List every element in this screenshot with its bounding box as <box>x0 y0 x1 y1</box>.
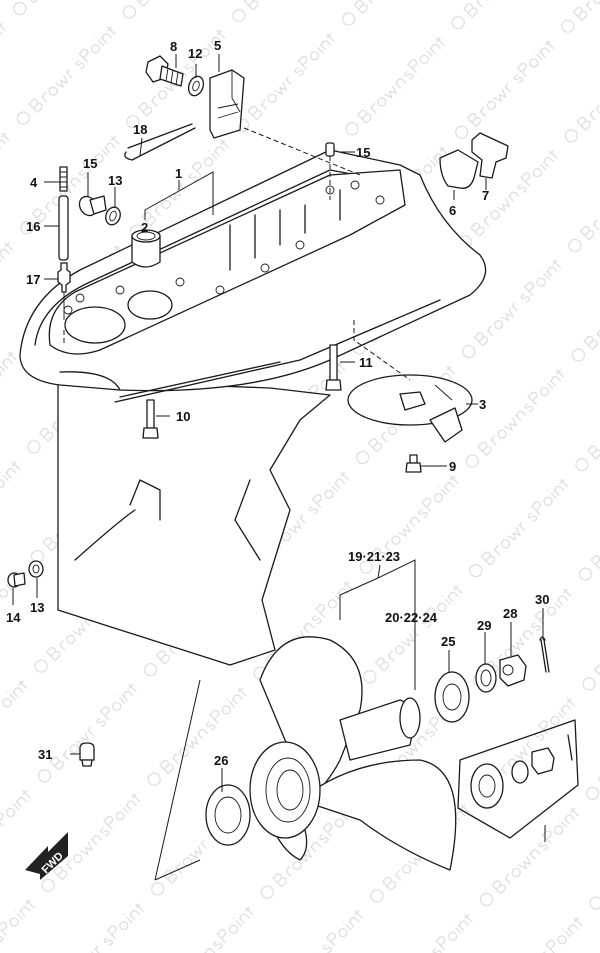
callout-11: 11 <box>359 355 373 370</box>
part-18-cable-tie <box>124 123 196 161</box>
part-13-washer-lower <box>28 560 44 578</box>
callout-1: 1 <box>175 166 182 181</box>
callout-13-lower: 13 <box>30 600 44 615</box>
callout-12: 12 <box>188 46 202 61</box>
part-26-spacer <box>205 784 251 846</box>
part-30-plug <box>79 742 95 767</box>
callout-20-22-24: 20·22·24 <box>385 610 438 625</box>
callout-28: 29 <box>477 618 491 633</box>
part-6-trim-tab-bracket <box>439 149 479 189</box>
callout-15-upper: 15 <box>83 156 97 171</box>
callout-29: 30 <box>535 592 549 607</box>
part-5-block <box>209 69 245 139</box>
callout-30: 31 <box>38 747 52 762</box>
part-28-washer <box>475 663 497 693</box>
callout-17: 17 <box>26 272 40 287</box>
callout-26: 26 <box>214 753 228 768</box>
callout-13-upper: 13 <box>108 173 122 188</box>
callout-18: 18 <box>133 122 147 137</box>
callout-25: 25 <box>441 634 455 649</box>
part-8-bolt <box>145 55 184 87</box>
callout-5: 5 <box>214 38 221 53</box>
part-10-bolt <box>142 399 159 439</box>
callout-labels: 8 12 5 18 15 13 4 1 2 16 17 15 6 7 11 10… <box>6 38 549 768</box>
callout-8: 8 <box>170 39 177 54</box>
part-3-trim-tab-anode <box>347 374 473 443</box>
part-29-cotter-pin <box>539 636 550 673</box>
part-27-castle-nut <box>499 654 527 687</box>
part-31-kit <box>457 719 579 839</box>
callout-2: 2 <box>141 220 148 235</box>
part-16-tube <box>58 195 69 261</box>
part-15-plug-lower <box>7 572 26 588</box>
part-7-plate <box>471 132 509 179</box>
callout-27: 28 <box>503 606 517 621</box>
part-13-washer <box>105 206 121 226</box>
callout-19-21-23: 19·21·23 <box>348 549 400 564</box>
part-9-bolt <box>405 454 422 473</box>
callout-3: 3 <box>479 397 486 412</box>
propeller <box>249 636 457 871</box>
part-17-nipple <box>57 262 71 293</box>
callout-9: 9 <box>449 459 456 474</box>
part-11-bolt <box>325 344 342 391</box>
part-15-plug <box>78 195 107 217</box>
part-12-washer <box>187 75 205 97</box>
part-4-stud <box>59 166 68 192</box>
callout-10: 10 <box>176 409 190 424</box>
callout-16: 16 <box>26 219 40 234</box>
part-14-pin <box>325 142 335 157</box>
callout-4: 4 <box>30 175 38 190</box>
callout-6: 6 <box>449 203 456 218</box>
gear-case-housing <box>19 149 487 666</box>
leader-lines <box>12 54 546 881</box>
callout-15-lower: 14 <box>6 610 21 625</box>
part-25-thrust-washer <box>434 671 470 723</box>
callout-14: 15 <box>356 145 370 160</box>
callout-7: 7 <box>482 188 489 203</box>
